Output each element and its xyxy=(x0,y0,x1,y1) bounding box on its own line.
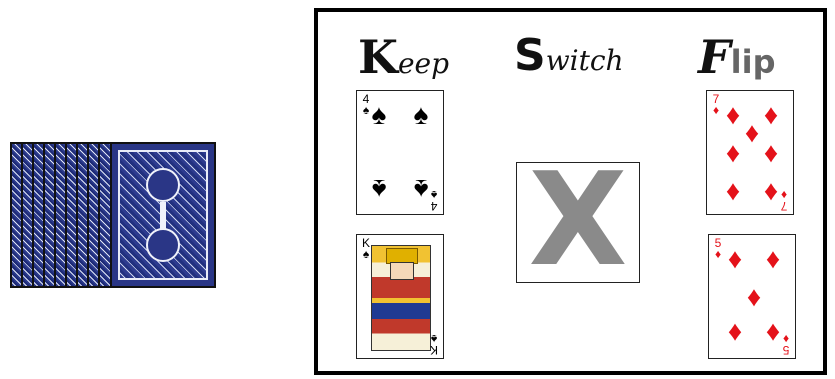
card-seven-of-diamonds[interactable]: 7♦ ♦ ♦ ♦ ♦ ♦ ♦ ♦ 7♦ xyxy=(706,90,794,215)
switch-slot[interactable]: X xyxy=(516,162,640,283)
draw-deck[interactable] xyxy=(10,142,216,290)
card-king-of-spades[interactable]: K♠ K♠ xyxy=(356,234,444,359)
king-head xyxy=(390,262,414,280)
diamond-pip-icon: ♦ xyxy=(740,283,768,311)
diamond-pip-icon: ♦ xyxy=(719,139,747,167)
card-corner: 7♦ xyxy=(778,189,790,211)
diamond-pip-icon: ♦ xyxy=(757,139,785,167)
card-corner: 5♦ xyxy=(780,333,792,355)
spade-pip-icon: ♠ xyxy=(365,101,393,129)
spade-pip-icon: ♠ xyxy=(365,175,393,203)
card-corner: K♠ xyxy=(428,333,440,355)
deck-top-card[interactable] xyxy=(110,142,216,288)
empty-slot-x-icon: X xyxy=(517,157,639,285)
keep-column-title: Keep xyxy=(358,30,449,84)
flip-column-title: Flip xyxy=(698,30,776,84)
card-four-of-spades[interactable]: 4♠ ♠ ♠ ♠ ♠ 4♠ xyxy=(356,90,444,215)
card-corner: 4♠ xyxy=(428,189,440,211)
card-back-ornament xyxy=(146,168,180,202)
switch-title-rest: witch xyxy=(546,44,624,77)
diamond-pip-icon: ♦ xyxy=(721,245,749,273)
card-five-of-diamonds[interactable]: 5♦ ♦ ♦ ♦ ♦ ♦ 5♦ xyxy=(708,234,796,359)
card-back-ornament xyxy=(160,202,166,230)
keep-title-initial: K xyxy=(358,30,398,84)
king-face-art xyxy=(371,245,431,351)
diamond-pip-icon: ♦ xyxy=(759,245,787,273)
keep-title-rest: eep xyxy=(398,47,449,80)
flip-title-rest: lip xyxy=(731,43,776,81)
diamond-pip-icon: ♦ xyxy=(719,177,747,205)
switch-column-title: Switch xyxy=(514,30,624,81)
card-back-ornament xyxy=(146,228,180,262)
spade-pip-icon: ♠ xyxy=(407,101,435,129)
switch-title-initial: S xyxy=(514,30,546,81)
flip-title-initial: F xyxy=(698,30,731,84)
game-board: Keep Switch Flip 4♠ ♠ ♠ ♠ ♠ 4♠ K♠ K♠ X 7… xyxy=(314,8,827,375)
diamond-pip-icon: ♦ xyxy=(721,319,749,347)
